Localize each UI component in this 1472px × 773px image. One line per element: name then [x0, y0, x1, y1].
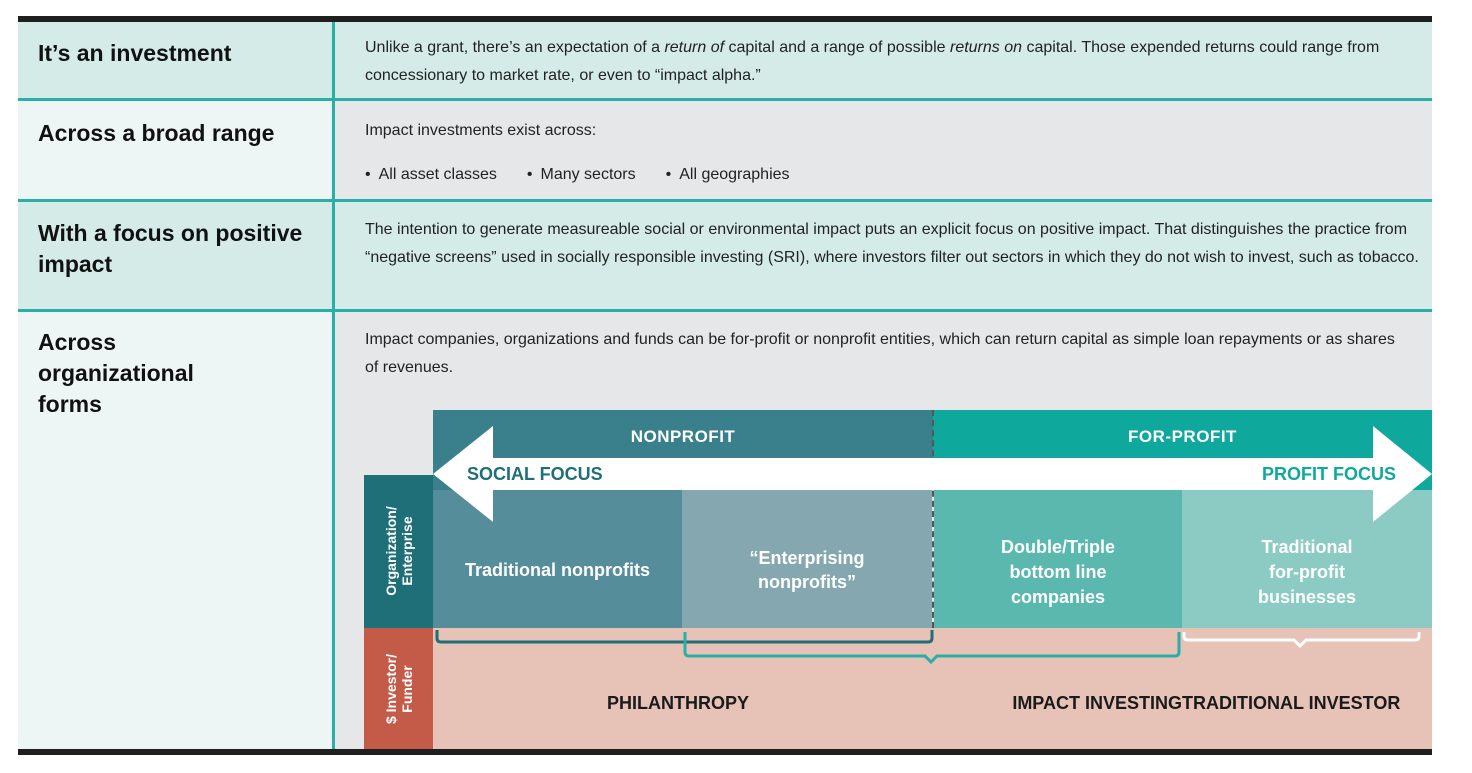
row-separator	[18, 98, 1432, 101]
profit-focus-label: PROFIT FOCUS	[1262, 464, 1396, 484]
funder-label: IMPACT INVESTING	[1012, 693, 1182, 713]
box-label: Traditional nonprofits	[465, 560, 650, 580]
row-heading: Across organizational forms	[38, 329, 194, 417]
text-segment: Unlike a grant, there’s an expectation o…	[365, 39, 665, 56]
row-intro: Impact investments exist across:	[365, 122, 597, 139]
row-4-left-bg	[18, 312, 332, 749]
focus-arrow	[433, 426, 1432, 522]
text-segment: capital. Those expended returns could ra…	[365, 39, 1380, 84]
forprofit-label: FOR-PROFIT	[1128, 427, 1237, 446]
social-focus-label: SOCIAL FOCUS	[467, 464, 603, 484]
bullet-item: All geographies	[666, 161, 789, 189]
box-label: Double/Triple bottom line companies	[1000, 537, 1115, 607]
funder-label: TRADITIONAL INVESTOR	[1182, 693, 1401, 713]
row-separator	[18, 199, 1432, 202]
bullet-item: Many sectors	[527, 161, 635, 189]
box-traditional-forprofit	[1182, 490, 1432, 628]
row-description: The intention to generate measureable so…	[365, 221, 1419, 266]
column-divider	[332, 22, 335, 749]
text-segment: capital and a range of possible	[724, 39, 950, 56]
dashed-divider	[932, 410, 934, 628]
row-3-bg	[18, 202, 1432, 309]
text-emphasis: returns on	[949, 39, 1023, 56]
row-description: Unlike a grant, there’s an expectation o…	[335, 34, 1432, 90]
investor-side-bar	[364, 628, 433, 749]
bottom-border	[18, 749, 1432, 755]
box-enterprising-nonprofits	[682, 490, 932, 628]
bullet-item: All asset classes	[365, 161, 497, 189]
top-border	[18, 16, 1432, 22]
investor-band	[433, 628, 1432, 749]
box-traditional-nonprofits	[433, 490, 682, 628]
box-double-triple	[934, 490, 1182, 628]
bullet-list: All asset classes Many sectors All geogr…	[335, 161, 1432, 189]
row-description: Impact companies, organizations and fund…	[365, 331, 1395, 376]
bracket-impact-investing	[683, 632, 1181, 665]
box-label: “Enterprising nonprofits”	[749, 548, 865, 592]
org-side-bar	[364, 475, 433, 628]
investor-side-label: $ Investor/ Funder	[383, 653, 415, 725]
row-2-left-bg	[18, 101, 332, 199]
org-side-label: Organization/ Enterprise	[383, 506, 415, 596]
funder-label: PHILANTHROPY	[606, 693, 749, 713]
row-heading: It’s an investment	[38, 40, 232, 66]
nonprofit-label: NONPROFIT	[630, 427, 736, 446]
text-emphasis: return of	[664, 39, 725, 56]
box-label: Traditional for-profit businesses	[1257, 537, 1357, 607]
row-1-bg	[18, 22, 1432, 98]
bracket-traditional-investor	[1182, 632, 1421, 649]
row-separator	[18, 309, 1432, 312]
row-heading: With a focus on positive impact	[38, 220, 303, 277]
row-heading: Across a broad range	[38, 120, 275, 146]
